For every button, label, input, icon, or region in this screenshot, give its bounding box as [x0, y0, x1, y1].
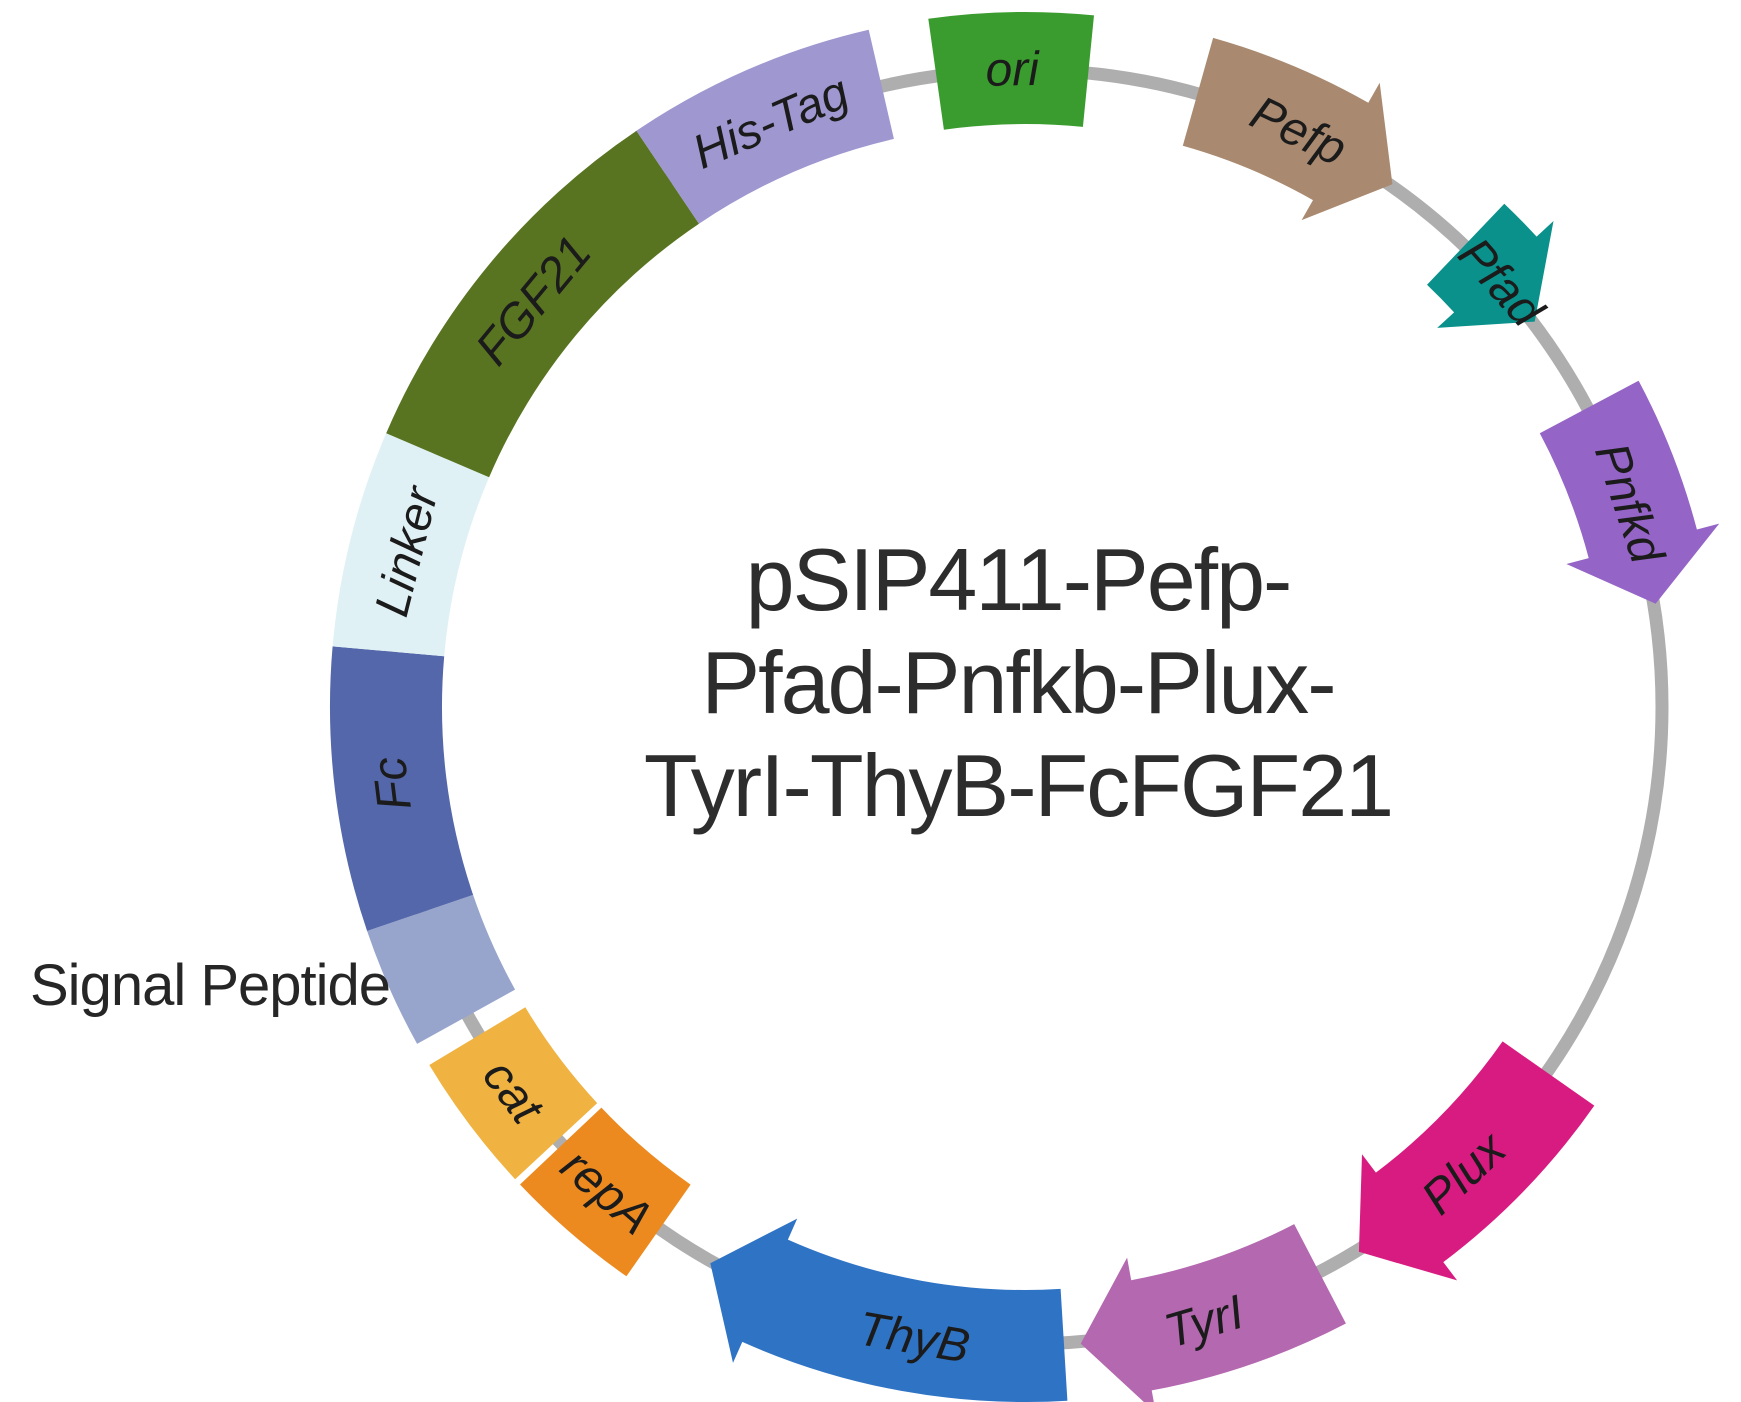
plasmid-title-line-1: pSIP411-Pefp-	[745, 530, 1293, 629]
plasmid-title-line-2: Pfad-Pnfkb-Plux-	[701, 633, 1336, 732]
segment-plux	[1358, 1041, 1595, 1281]
segment-fgf21	[386, 130, 699, 478]
segment-his-tag	[636, 29, 894, 224]
plasmid-title: pSIP411-Pefp- Pfad-Pnfkb-Plux- TyrI-ThyB…	[368, 528, 1668, 837]
segment-repa	[520, 1107, 691, 1277]
segment-pfad	[1427, 203, 1554, 328]
segment-pefp	[1182, 37, 1393, 221]
plasmid-title-line-3: TyrI-ThyB-FcFGF21	[643, 736, 1394, 835]
segment-signal-peptide	[367, 894, 516, 1044]
segment-pnfkd	[1539, 380, 1720, 604]
signal-peptide-label: Signal Peptide	[30, 953, 391, 1018]
segment-cat	[429, 1007, 598, 1180]
segment-thyb	[710, 1218, 1068, 1402]
segment-linker	[332, 433, 490, 657]
segment-label-ori: ori	[985, 43, 1041, 97]
segment-label-fc: Fc	[363, 754, 422, 813]
segment-tyri	[1080, 1224, 1346, 1402]
segment-fc	[329, 646, 474, 931]
segment-ori	[928, 11, 1094, 130]
